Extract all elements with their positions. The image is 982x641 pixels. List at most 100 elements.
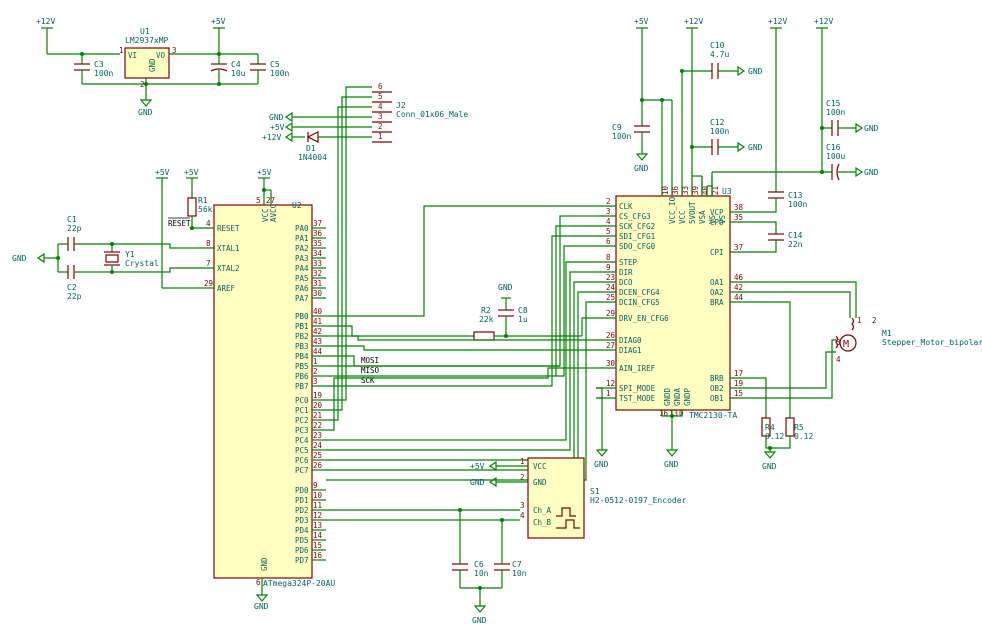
u2-pin-num: 16 — [313, 551, 323, 560]
c2-ref: C2 — [67, 283, 77, 292]
u3-pin-num: 4 — [606, 217, 611, 226]
r1-value: 56k — [198, 205, 213, 214]
m1-motor: M 1 2 3 4 M1 Stepper_Motor_bipolar — [835, 316, 982, 364]
u2-pin-num: 43 — [313, 337, 322, 346]
s1-pin-name: GND — [533, 478, 547, 487]
c9-ref: C9 — [612, 123, 622, 132]
u3-pin-name: VCC — [678, 210, 687, 224]
r4-ref: R4 — [765, 423, 775, 432]
u2-pin-num: 11 — [313, 501, 322, 510]
u2-pin-name: PC4 — [295, 436, 309, 445]
gnd-label-c12: GND — [748, 143, 763, 152]
u2-pin-name: PA1 — [295, 234, 309, 243]
u3-left-pins: 2CLK3CS_CFG34SCK_CFG25SDI_CFG16SDO_CFG08… — [596, 197, 669, 403]
gnd-label-u2: GND — [254, 602, 269, 611]
u3-pin-num: 33 — [681, 186, 690, 195]
u3-body — [615, 195, 731, 411]
r5-ref: R5 — [794, 423, 804, 432]
u3-pin-name: CLK — [619, 202, 633, 211]
m1-ref: M1 — [882, 329, 892, 338]
u3-pin-num: 19 — [734, 379, 743, 388]
c8-value: 1u — [518, 315, 528, 324]
u2-pin-name: PD6 — [295, 546, 309, 555]
u2-pin-num: 32 — [313, 269, 322, 278]
u2-avcc: AVCC — [269, 204, 278, 222]
svg-text:M: M — [843, 339, 849, 350]
gnd-label-u1: GND — [138, 108, 153, 117]
u2-pin-num: 2 — [313, 367, 318, 376]
y1-value: Crystal — [125, 259, 159, 268]
p12v-label-vs: +12V — [814, 17, 833, 26]
u2-pin-name: PB5 — [295, 362, 309, 371]
c3-value: 100n — [94, 69, 113, 78]
u3-pin-num: 16 — [659, 409, 669, 418]
m1-pin: 3 — [836, 338, 841, 347]
r4-value: 0.12 — [765, 432, 784, 441]
gnd-label-c8: GND — [498, 283, 513, 292]
u2-pin-name: PD3 — [295, 516, 309, 525]
c13-ref: C13 — [788, 191, 803, 200]
u3-pin-name: AIN_IREF — [619, 364, 656, 373]
c12-ref: C12 — [710, 118, 725, 127]
r1-ref: R1 — [198, 196, 208, 205]
u2-pin-name: PD2 — [295, 506, 309, 515]
u2-top-pin: 5 — [256, 196, 261, 205]
u2-pin-name: PB3 — [295, 342, 309, 351]
c16-ref: C16 — [826, 143, 841, 152]
u2-pin-num: 3 — [313, 377, 318, 386]
c9-value: 100n — [612, 132, 631, 141]
reset-net-label: RESET — [168, 219, 191, 228]
u2-pin-num: 21 — [313, 411, 322, 420]
j2-pin: 4 — [378, 102, 383, 111]
u2-pin-num: 19 — [313, 391, 322, 400]
u2-pin-name: PD7 — [295, 556, 309, 565]
u2-pin-name: PB1 — [295, 322, 309, 331]
p5v-label-s1: +5V — [470, 462, 485, 471]
j2-pin: 6 — [378, 82, 383, 91]
c15-ref: C15 — [826, 99, 841, 108]
power-supply-section: +12V C3 100n U1 LM2937xMP VI VO GND 1 3 … — [36, 17, 289, 117]
u3-pin-name: SDI_CFG1 — [619, 232, 655, 241]
u3-pin-num: 21 — [711, 186, 720, 195]
u2-pin-num: 7 — [206, 259, 211, 268]
u2-pin-name: XTAL2 — [217, 264, 240, 273]
u2-pin-num: 40 — [313, 307, 323, 316]
p5v-label-aref: +5V — [155, 168, 170, 177]
u2-pin-name: PC1 — [295, 406, 309, 415]
signal-wires: R2 22k GND C8 1u — [326, 205, 596, 522]
c3-ref: C3 — [94, 60, 104, 69]
p12v-label-j2: +12V — [262, 133, 281, 142]
u3-pin-name: OB1 — [710, 394, 724, 403]
s1-pin-name: VCC — [533, 462, 547, 471]
u2-body — [213, 204, 313, 579]
u2-pin-name: PA6 — [295, 284, 309, 293]
c4-value: 10u — [231, 69, 246, 78]
u1-gnd: GND — [148, 58, 157, 72]
u3-pin-num: 6 — [606, 237, 611, 246]
u3-pin-num: 30 — [606, 359, 616, 368]
u3-pin-num: 26 — [606, 331, 616, 340]
u3-pin-num: 29 — [606, 309, 615, 318]
u3-pin-num: 35 — [734, 213, 743, 222]
s1-encoder-section: S1 H2-0512-0197_Encoder +5V 1 VCC GND 2 … — [452, 457, 687, 625]
u2-pin-name: PB4 — [295, 352, 309, 361]
c6-value: 10n — [474, 569, 489, 578]
u3-pin-name: BRA — [710, 298, 724, 307]
u3-pin-num: 42 — [734, 283, 743, 292]
c7-ref: C7 — [512, 560, 522, 569]
u3-pin-name: GNDP — [683, 387, 692, 406]
gnd-label-c15: GND — [864, 124, 879, 133]
gnd-label-c9: GND — [634, 164, 649, 173]
u3-pin-name: GNDD — [663, 387, 672, 406]
u3-pin-name: 5VOUT — [688, 201, 697, 224]
u3-pin-num: 46 — [734, 273, 744, 282]
u2-pin-num: 15 — [313, 541, 322, 550]
p5v-label-u3: +5V — [634, 17, 649, 26]
u1-pin1: 1 — [119, 46, 124, 55]
u2-pin-num: 34 — [313, 249, 323, 258]
u3-pin-num: 38 — [734, 203, 744, 212]
y1-body — [105, 254, 119, 263]
r2-body — [473, 331, 495, 341]
u3-pin-num: 1 — [606, 389, 611, 398]
